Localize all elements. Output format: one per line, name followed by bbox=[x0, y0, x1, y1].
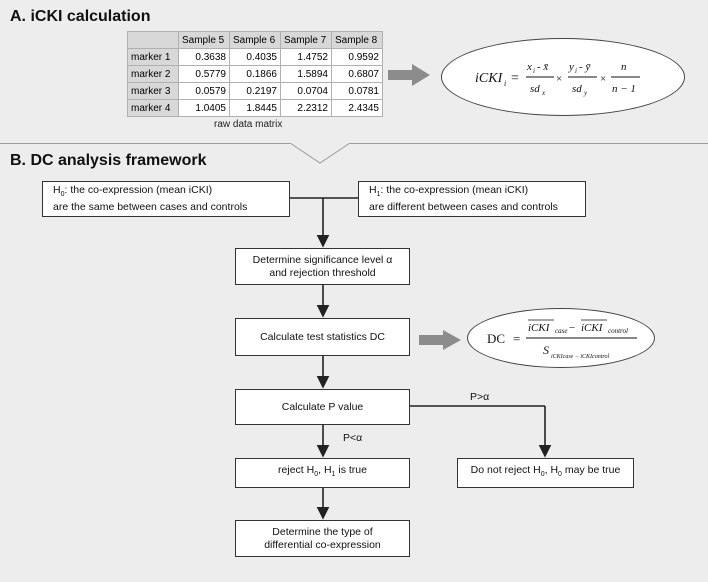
dc-lhs: DC bbox=[487, 331, 505, 346]
matrix-cell: 0.5779 bbox=[178, 65, 230, 83]
f2-num-a: y bbox=[568, 61, 574, 73]
h0-text: : the co-expression (mean iCKI) bbox=[64, 183, 213, 196]
section-divider-left bbox=[0, 143, 290, 144]
f1-num-a-sub: i bbox=[533, 67, 535, 75]
dc-den: S bbox=[543, 343, 549, 357]
matrix-row-label: marker 4 bbox=[127, 99, 179, 117]
test-statistics-box: Calculate test statistics DC bbox=[235, 318, 410, 356]
reject-text-1: reject H bbox=[278, 464, 315, 477]
notreject-text-2: , H bbox=[544, 464, 559, 477]
f1-num-a: x bbox=[526, 61, 532, 73]
icki-lhs-sub: i bbox=[504, 79, 506, 88]
dc-num-a: iCKI bbox=[528, 322, 551, 334]
gray-arrow-icon bbox=[419, 330, 461, 350]
reject-text-2: , H bbox=[318, 464, 332, 477]
dc-formula: DC = iCKI case − iCKI control S iCKIcase… bbox=[487, 319, 637, 360]
matrix-cell: 0.9592 bbox=[331, 48, 383, 66]
h1-subscript: 1 bbox=[376, 191, 381, 199]
h0-box: H0: the co-expression (mean iCKI) are th… bbox=[42, 181, 290, 217]
matrix-caption: raw data matrix bbox=[214, 119, 283, 130]
f2-num-a-sub: i bbox=[575, 67, 577, 75]
f2-den-sub: y bbox=[583, 89, 588, 97]
matrix-cell: 1.8445 bbox=[229, 99, 281, 117]
matrix-cell: 0.0781 bbox=[331, 82, 383, 100]
reject-text-3: is true bbox=[335, 464, 367, 477]
times-1: × bbox=[556, 73, 562, 85]
h1-line1: H1: the co-expression (mean iCKI) bbox=[369, 184, 528, 201]
reject-sub-1: 0 bbox=[314, 471, 319, 479]
reject-sub-2: 1 bbox=[331, 471, 336, 479]
notreject-sub-2: 0 bbox=[558, 471, 562, 479]
matrix-row: marker 4 1.0405 1.8445 2.2312 2.4345 bbox=[127, 99, 383, 117]
h0-line2: are the same between cases and controls bbox=[53, 201, 248, 214]
h0-symbol: H bbox=[53, 183, 61, 196]
reject-h0-box: reject H0, H1 is true bbox=[235, 458, 410, 488]
notreject-sub-1: 0 bbox=[540, 471, 545, 479]
icki-formula-ellipse bbox=[441, 38, 685, 116]
matrix-col-header: Sample 8 bbox=[331, 31, 383, 49]
dc-num-b-sub: control bbox=[608, 327, 628, 335]
matrix-cell: 1.4752 bbox=[280, 48, 332, 66]
matrix-row: marker 2 0.5779 0.1866 1.5894 0.6807 bbox=[127, 65, 383, 83]
matrix-cell: 2.4345 bbox=[331, 99, 383, 117]
f1-num-b: - x̄ bbox=[537, 61, 548, 73]
significance-box: Determine significance level α and rejec… bbox=[235, 248, 410, 285]
matrix-corner bbox=[127, 31, 179, 49]
down-chevron-icon bbox=[289, 142, 351, 164]
h0-subscript: 0 bbox=[60, 191, 65, 199]
dc-minus: − bbox=[569, 322, 575, 334]
icki-lhs: iCKI bbox=[475, 71, 504, 86]
dc-num-a-sub: case bbox=[555, 327, 567, 335]
matrix-cell: 2.2312 bbox=[280, 99, 332, 117]
matrix-col-header: Sample 7 bbox=[280, 31, 332, 49]
f3-num: n bbox=[621, 61, 627, 73]
not-reject-h0-box: Do not reject H0, H0 may be true bbox=[457, 458, 634, 488]
icki-eq: = bbox=[511, 71, 519, 86]
dc-den-sub: iCKIcase − iCKIcontrol bbox=[551, 354, 609, 360]
matrix-row-label: marker 3 bbox=[127, 82, 179, 100]
h1-symbol: H bbox=[369, 183, 377, 196]
dc-num-b: iCKI bbox=[581, 322, 604, 334]
significance-line2: and rejection threshold bbox=[269, 266, 376, 279]
times-2: × bbox=[600, 73, 606, 85]
gray-arrow-icon bbox=[388, 64, 430, 86]
raw-data-matrix: Sample 5 Sample 6 Sample 7 Sample 8 mark… bbox=[127, 31, 383, 117]
section-divider-right bbox=[350, 143, 708, 144]
matrix-col-header: Sample 5 bbox=[178, 31, 230, 49]
matrix-cell: 1.0405 bbox=[178, 99, 230, 117]
f1-den: sd bbox=[530, 83, 540, 95]
p-value-box: Calculate P value bbox=[235, 389, 410, 425]
dc-type-box: Determine the type of differential co-ex… bbox=[235, 520, 410, 557]
h1-text: : the co-expression (mean iCKI) bbox=[380, 183, 529, 196]
dc-type-line1: Determine the type of bbox=[272, 525, 373, 538]
f2-den: sd bbox=[572, 83, 582, 95]
test-statistics-label: Calculate test statistics DC bbox=[260, 330, 385, 343]
matrix-cell: 0.0704 bbox=[280, 82, 332, 100]
not-reject-h0-label: Do not reject H0, H0 may be true bbox=[471, 464, 621, 481]
p-less-label: P<α bbox=[343, 432, 363, 444]
f2-num-b: - ȳ bbox=[579, 61, 591, 73]
notreject-text-3: may be true bbox=[561, 464, 621, 477]
matrix-cell: 0.3638 bbox=[178, 48, 230, 66]
notreject-text-1: Do not reject H bbox=[470, 464, 541, 477]
dc-eq: = bbox=[513, 331, 520, 346]
reject-h0-label: reject H0, H1 is true bbox=[278, 464, 367, 481]
section-a-title: A. iCKI calculation bbox=[10, 8, 151, 25]
section-b-title: B. DC analysis framework bbox=[10, 152, 207, 169]
matrix-row: marker 3 0.0579 0.2197 0.0704 0.0781 bbox=[127, 82, 383, 100]
p-value-label: Calculate P value bbox=[281, 400, 364, 413]
matrix-cell: 0.6807 bbox=[331, 65, 383, 83]
h1-line2: are different between cases and controls bbox=[369, 201, 558, 214]
f3-den: n − 1 bbox=[612, 83, 636, 95]
f1-den-sub: x bbox=[541, 89, 546, 97]
h0-line1: H0: the co-expression (mean iCKI) bbox=[53, 184, 212, 201]
h1-box: H1: the co-expression (mean iCKI) are di… bbox=[358, 181, 586, 217]
dc-type-line2: differential co-expression bbox=[264, 538, 381, 551]
icki-formula: iCKI i = x i - x̄ sd x × y i - ȳ sd y × … bbox=[475, 61, 640, 97]
significance-line1: Determine significance level α bbox=[252, 253, 393, 266]
p-greater-label: P>α bbox=[470, 391, 490, 403]
